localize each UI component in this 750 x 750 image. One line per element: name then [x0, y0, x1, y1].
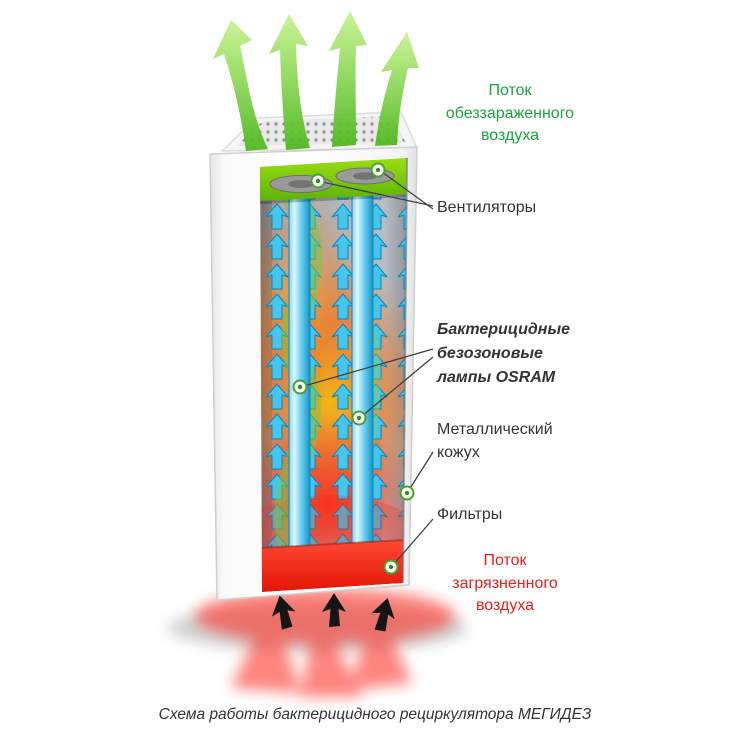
- device-interior: [260, 158, 407, 592]
- flow-arrow: [375, 32, 419, 146]
- marker-dot-icon: [351, 410, 367, 426]
- dirty-air-arrows: [271, 593, 395, 632]
- label-metal-casing: Металлический кожух: [437, 421, 553, 462]
- diagram-caption: Схема работы бактерицидного рециркулятор…: [158, 706, 592, 723]
- label-filters: Фильтры: [437, 506, 503, 523]
- label-uv-lamps: Бактерицидные безозоновые лампы OSRAM: [437, 321, 571, 386]
- label-dirty-air-flow: Поток загрязненного воздуха: [452, 552, 558, 615]
- top-grille: [221, 111, 418, 152]
- point-markers: [292, 162, 415, 575]
- flow-arrow: [213, 20, 268, 151]
- uv-lamp-right: [351, 187, 374, 561]
- up-arrow-icon: [322, 593, 346, 627]
- clean-air-arrows: [213, 11, 419, 151]
- marker-dot-icon: [383, 559, 399, 575]
- label-clean-air-flow: Поток обеззараженного воздуха: [445, 82, 575, 145]
- up-arrow-icon: [371, 597, 395, 632]
- marker-dot-icon: [370, 162, 386, 178]
- dirty-air-glow: [195, 588, 455, 697]
- flow-arrow: [329, 11, 367, 147]
- marker-dot-icon: [292, 379, 308, 395]
- label-fans: Вентиляторы: [437, 199, 537, 216]
- marker-dot-icon: [310, 173, 326, 189]
- up-arrow-icon: [271, 595, 296, 630]
- marker-dot-icon: [399, 485, 415, 501]
- leader-lines: [303, 171, 434, 565]
- device-body: [209, 111, 418, 601]
- uv-lamp-left: [288, 191, 311, 565]
- flow-arrow: [269, 14, 310, 150]
- filter-band: [261, 540, 403, 592]
